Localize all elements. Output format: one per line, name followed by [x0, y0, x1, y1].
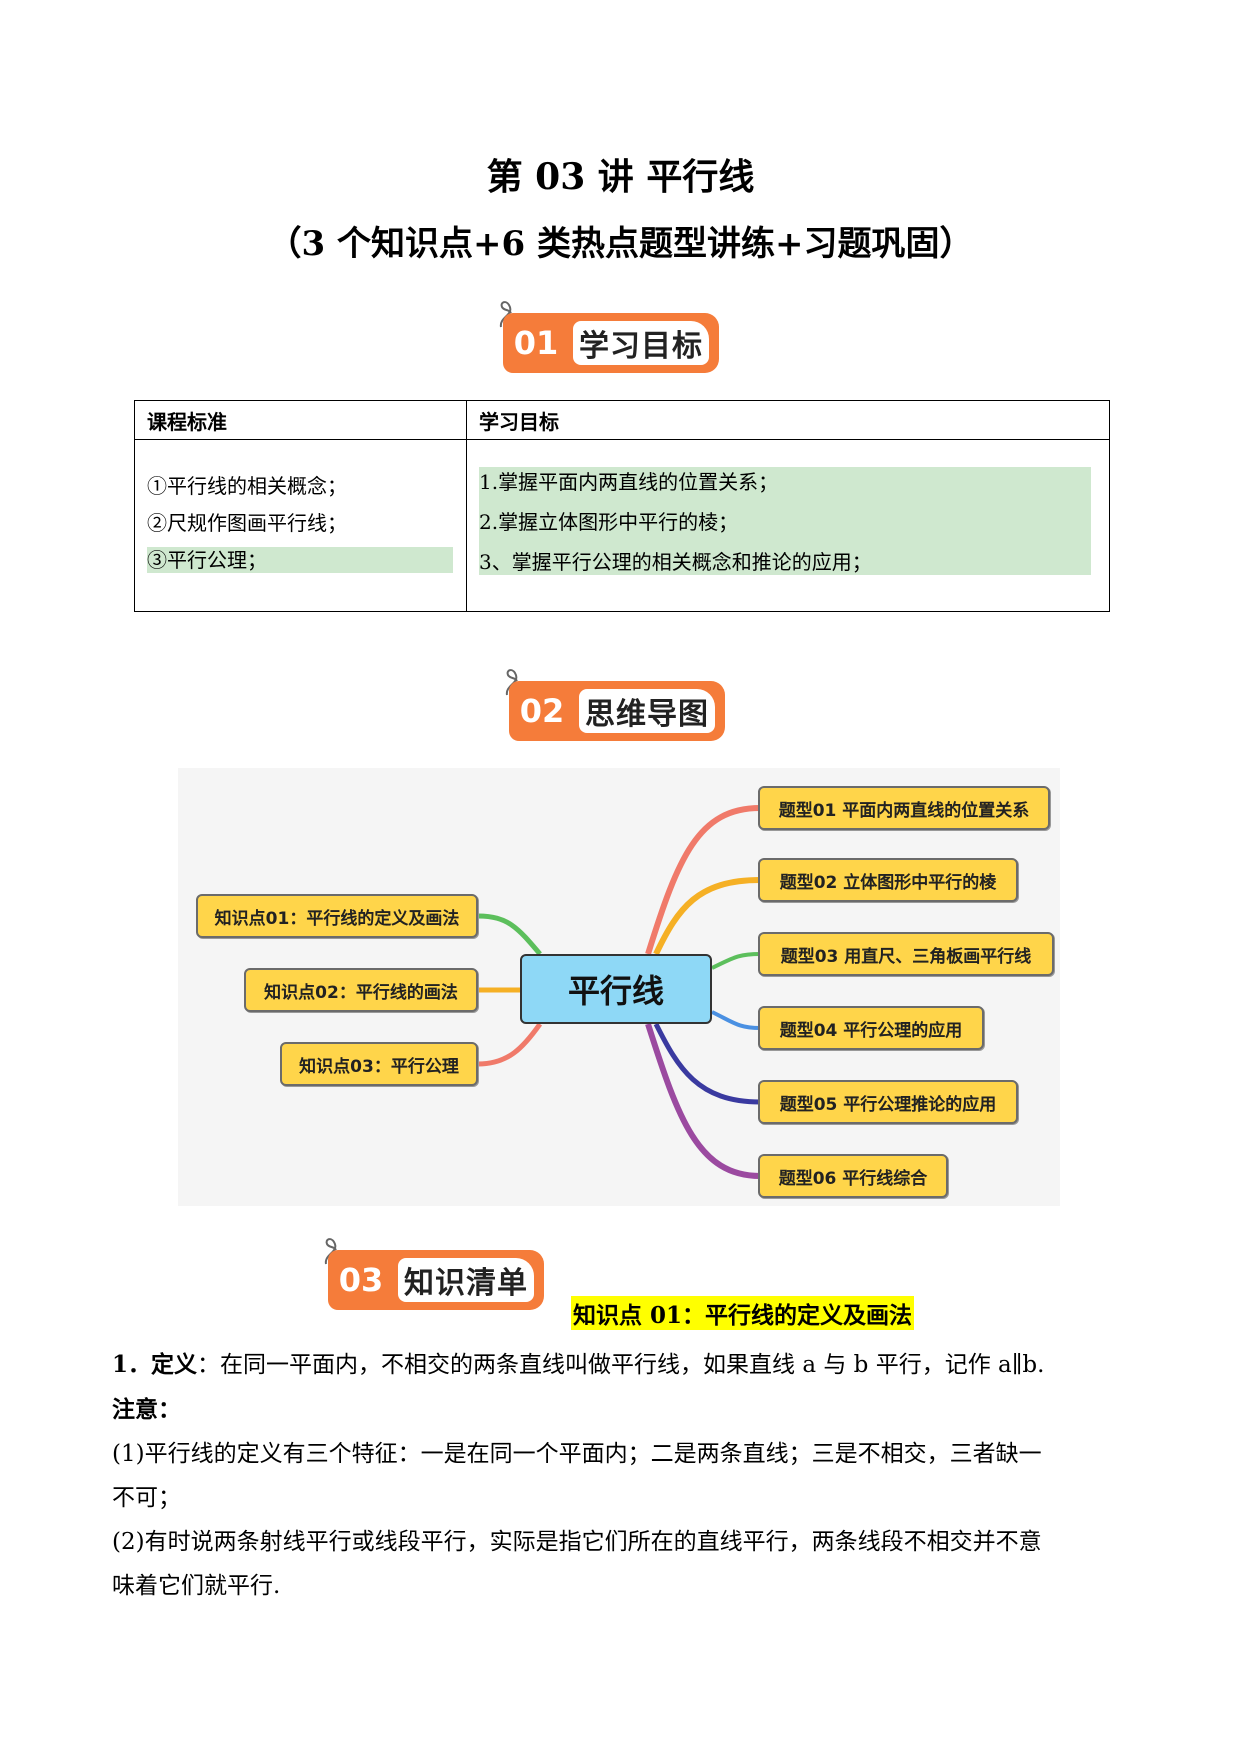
mindmap-left-node: 知识点03：平行公理	[280, 1042, 478, 1086]
standard-item: ①平行线的相关概念；	[147, 474, 347, 498]
section-number: 03	[328, 1250, 394, 1310]
branch-right-6	[645, 1023, 761, 1179]
branch-right-1	[645, 805, 761, 955]
definition-label: 1．定义	[112, 1351, 198, 1378]
mindmap-right-node: 题型03 用直尺、三角板画平行线	[758, 932, 1054, 976]
definition-paragraph: 1．定义：在同一平面内，不相交的两条直线叫做平行线，如果直线 a 与 b 平行，…	[112, 1350, 1044, 1380]
section-number: 01	[503, 313, 569, 373]
mind-map-branches	[477, 805, 761, 1179]
definition-text: ：在同一平面内，不相交的两条直线叫做平行线，如果直线 a 与 b 平行，记作 a…	[197, 1352, 1045, 1378]
mindmap-right-node: 题型04 平行公理的应用	[758, 1006, 984, 1050]
mindmap-left-node: 知识点02：平行线的画法	[244, 968, 478, 1012]
page-subtitle: （3 个知识点+6 类热点题型讲练+习题巩固）	[267, 224, 974, 264]
note-1-line-2: 不可；	[112, 1485, 181, 1511]
mindmap-right-node: 题型06 平行线综合	[758, 1154, 948, 1198]
section-label: 学习目标	[573, 321, 709, 365]
mindmap-center-node: 平行线	[520, 954, 712, 1024]
section-label: 思维导图	[579, 689, 715, 733]
mindmap-left-node: 知识点01：平行线的定义及画法	[196, 894, 478, 938]
mindmap-right-node: 题型01 平面内两直线的位置关系	[758, 786, 1050, 830]
branch-left-1	[477, 913, 542, 956]
branch-right-2	[653, 877, 761, 956]
mind-map: 知识点01：平行线的定义及画法 知识点02：平行线的画法 知识点03：平行公理 …	[178, 768, 1060, 1206]
standard-item: ③平行公理；	[147, 547, 453, 573]
goal-item: 3、掌握平行公理的相关概念和推论的应用；	[479, 550, 872, 574]
note-2-line-1: (2)有时说两条射线平行或线段平行，实际是指它们所在的直线平行，两条线段不相交并…	[112, 1529, 1042, 1555]
page-title: 第 03 讲 平行线	[486, 156, 755, 198]
branch-right-3	[711, 952, 761, 970]
goal-highlight	[479, 467, 1091, 575]
note-2-line-2: 味着它们就平行.	[112, 1573, 281, 1599]
mindmap-right-node: 题型05 平行公理推论的应用	[758, 1080, 1018, 1124]
knowledge-point-heading: 知识点 01：平行线的定义及画法	[571, 1296, 915, 1330]
standard-item: ②尺规作图画平行线；	[147, 511, 347, 535]
table-header-standard: 课程标准	[147, 410, 227, 434]
table-header-goal: 学习目标	[479, 410, 559, 434]
note-label: 注意：	[112, 1396, 181, 1423]
branch-left-3	[477, 1022, 543, 1067]
branch-right-5	[653, 1022, 761, 1105]
branch-right-4	[711, 1010, 761, 1030]
section-number: 02	[509, 681, 575, 741]
goal-item: 2.掌握立体图形中平行的棱；	[479, 510, 739, 534]
note-1-line-1: (1)平行线的定义有三个特征：一是在同一个平面内；二是两条直线；三是不相交，三者…	[112, 1441, 1042, 1467]
objectives-table: 课程标准 学习目标 ①平行线的相关概念； ②尺规作图画平行线； ③平行公理； 1…	[134, 400, 1110, 612]
goal-item: 1.掌握平面内两直线的位置关系；	[479, 470, 779, 494]
section-label: 知识清单	[398, 1258, 534, 1302]
mindmap-right-node: 题型02 立体图形中平行的棱	[758, 858, 1018, 902]
